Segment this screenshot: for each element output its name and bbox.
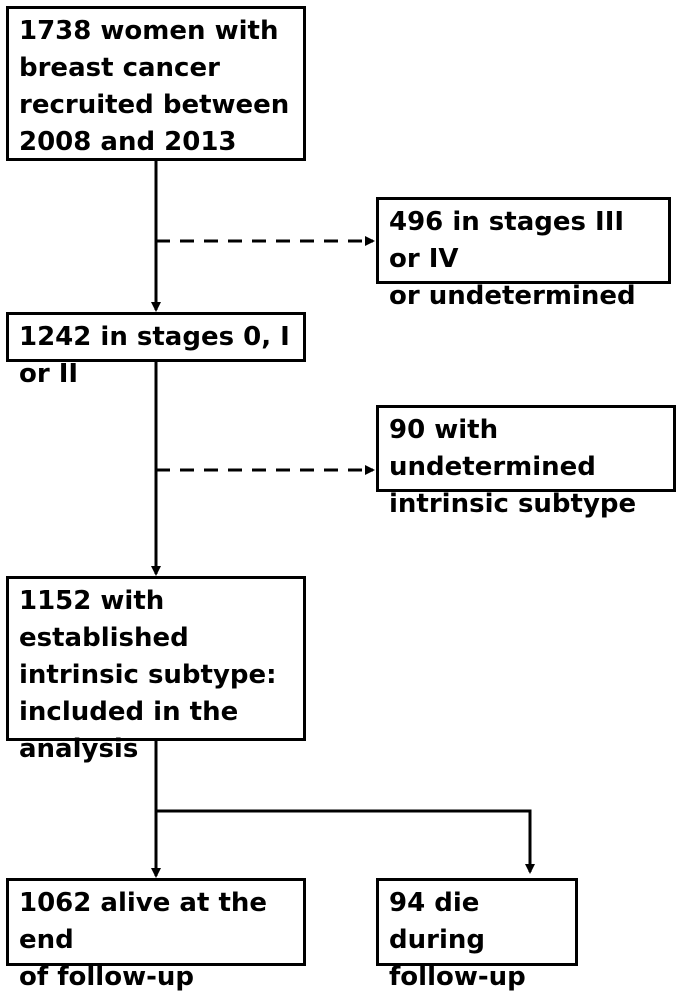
box-died: 94 die during follow-up	[376, 878, 578, 992]
box-alive: 1062 alive at the end of follow-up	[6, 878, 306, 992]
box-included: 1152 with established intrinsic subtype:…	[6, 576, 306, 764]
arrow-included-to-died	[156, 809, 535, 874]
flowchart-connectors	[151, 160, 535, 878]
box-stages-0-2: 1242 in stages 0, I or II	[6, 312, 306, 389]
box-recruited: 1738 women with breast cancer recruited …	[6, 6, 306, 161]
box-excluded-stage: 496 in stages III or IV or undetermined	[376, 197, 671, 311]
box-excluded-subtype: 90 with undetermined intrinsic subtype	[376, 405, 676, 519]
